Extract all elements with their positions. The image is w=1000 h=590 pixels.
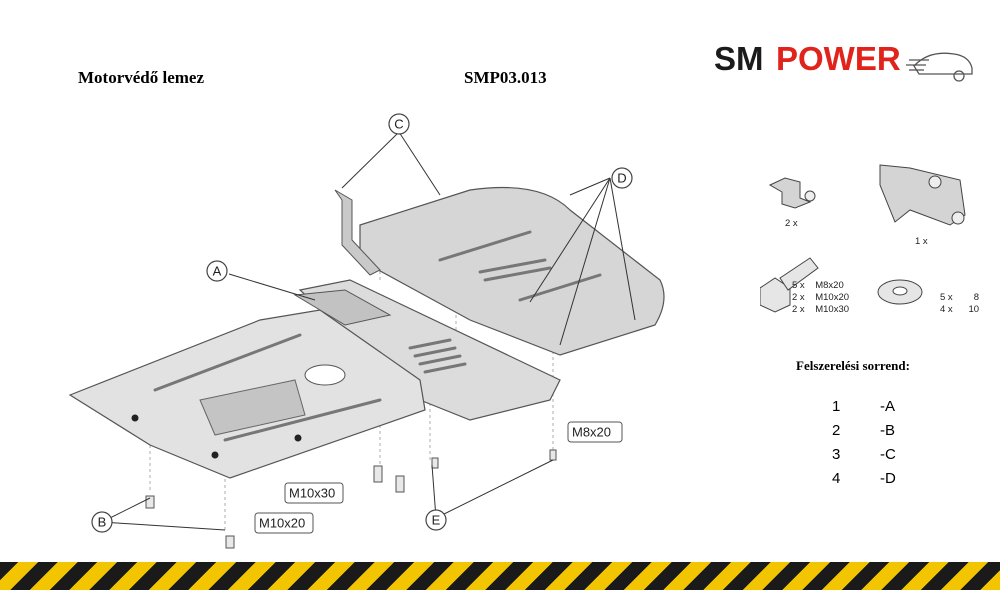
logo-text-sm: SM [714, 40, 764, 77]
callout-b: B [91, 511, 113, 533]
small-bracket-icon [768, 177, 816, 209]
washer-icon [877, 279, 923, 305]
installation-sequence-title: Felszerelési sorrend: [796, 358, 910, 373]
svg-text:M10x20: M10x20 [259, 516, 305, 531]
product-name: Motorvédő lemez [78, 68, 205, 87]
label-m10x30: M10x30 [284, 482, 344, 504]
step-number: 2 [832, 422, 841, 439]
step-code: -A [880, 398, 895, 415]
bracket-c [334, 189, 381, 276]
rear-guard-plate [359, 186, 665, 356]
smpower-logo: SM POWER [714, 40, 973, 82]
step-code: -C [880, 446, 896, 463]
svg-text:D: D [617, 171, 626, 186]
logo-text-power: POWER [776, 40, 901, 77]
small-bracket-qty: 2 x [785, 218, 798, 229]
step-number: 4 [832, 470, 841, 487]
parts-illustrations [760, 164, 966, 313]
step-code: -B [880, 422, 895, 439]
callout-d: D [611, 167, 633, 189]
callout-c: C [388, 113, 410, 135]
bolt-qty-1: 5 x M8x20 [792, 280, 844, 291]
svg-text:A: A [213, 264, 222, 279]
hazard-stripe-footer [0, 562, 1000, 590]
svg-text:M8x20: M8x20 [572, 425, 611, 440]
car-silhouette-icon [906, 52, 973, 82]
svg-text:M10x30: M10x30 [289, 486, 335, 501]
step-number: 3 [832, 446, 841, 463]
svg-text:B: B [98, 515, 107, 530]
washer-qty-2: 4 x 10 [940, 304, 980, 315]
large-bracket-qty: 1 x [915, 236, 928, 247]
step-number: 1 [832, 398, 841, 415]
svg-text:C: C [394, 117, 403, 132]
callout-e: E [425, 509, 447, 531]
exploded-assembly-diagram: C D A B E M8x20 M10x30 M10x20 [68, 113, 665, 549]
bolt-qty-3: 2 x M10x30 [792, 304, 850, 315]
svg-text:E: E [432, 513, 441, 528]
product-code: SMP03.013 [464, 68, 547, 87]
callout-a: A [206, 260, 228, 282]
label-m10x20: M10x20 [254, 512, 314, 534]
bolt-qty-2: 2 x M10x20 [792, 292, 850, 303]
label-m8x20: M8x20 [567, 421, 623, 443]
step-code: -D [880, 470, 896, 487]
leader-lines [101, 131, 636, 531]
front-guard-plate [68, 309, 426, 479]
large-bracket-icon [879, 164, 966, 226]
washer-qty-1: 5 x 8 [940, 292, 980, 303]
bolt-icon [760, 257, 819, 313]
bracket-a [293, 289, 392, 326]
